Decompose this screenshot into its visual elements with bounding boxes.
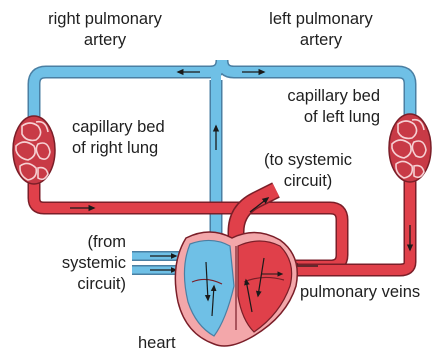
capillary-bed-left-lung-label: capillary bed of left lung — [252, 86, 380, 128]
from-systemic-circuit-label: (from systemic circuit) — [30, 232, 126, 295]
heart-shape — [175, 232, 297, 346]
capillary-bed-left-lung — [389, 114, 431, 182]
heart-label: heart — [138, 333, 176, 354]
capillary-bed-right-lung — [13, 116, 55, 184]
right-pulmonary-artery-label: right pulmonary artery — [30, 9, 180, 51]
capillary-bed-right-lung-label: capillary bed of right lung — [72, 117, 165, 159]
pulmonary-veins-label: pulmonary veins — [300, 282, 420, 303]
to-systemic-circuit-label: (to systemic circuit) — [252, 150, 364, 192]
left-pulmonary-artery-label: left pulmonary artery — [246, 9, 396, 51]
